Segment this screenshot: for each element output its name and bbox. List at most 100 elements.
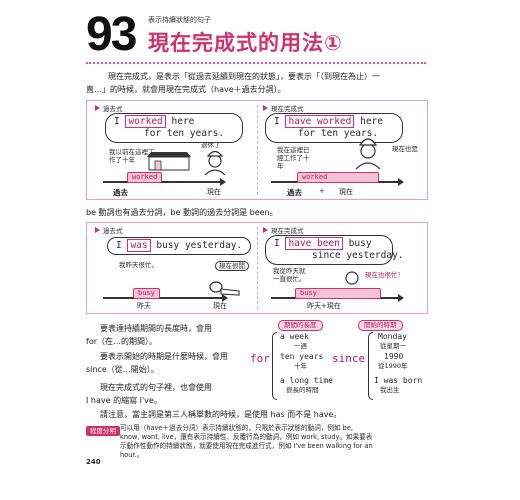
since-item-3: I was born bbox=[374, 376, 423, 385]
bubble-text: since yesterday. bbox=[312, 250, 404, 261]
page-number: 240 bbox=[86, 458, 101, 466]
table-header-start: 開始的時期 bbox=[358, 320, 403, 331]
advanced-line-3: 示動作性動作的持續狀態，就要使用現在完成進行式，例如 I've been wal… bbox=[120, 442, 373, 450]
bubble-text: I bbox=[274, 116, 286, 127]
panel2-left-bar: busy bbox=[133, 288, 160, 299]
since-keyword: since bbox=[332, 352, 366, 365]
triangle-icon bbox=[95, 105, 100, 111]
bubble-text: for ten years. bbox=[144, 128, 225, 139]
panel2-right-day: 昨天+現在 bbox=[307, 302, 341, 310]
bubble-text: here bbox=[165, 116, 195, 127]
panel1-left-tag: 過去式 bbox=[95, 103, 123, 113]
bubble-text: busy yesterday. bbox=[150, 240, 243, 251]
panel1-left-note: 我以前在這裡工 作了十年 bbox=[109, 148, 155, 164]
for-item-3-zh: 很長的時間 bbox=[286, 386, 319, 394]
panel-divider bbox=[257, 105, 258, 195]
panel1-right-side: 現在也是 bbox=[392, 145, 418, 153]
since-item-2: 1990 bbox=[384, 352, 404, 361]
be-verb-note: be 動詞也有過去分詞，be 動詞的過去分詞是 been。 bbox=[86, 208, 278, 217]
resting-person-icon bbox=[209, 281, 240, 296]
chef-illustration-icon bbox=[355, 138, 381, 169]
panel1-left-past: 過去 bbox=[113, 188, 128, 197]
body-p1-a: 要表達持續期間的長度時，會用 bbox=[100, 324, 212, 333]
brace-right bbox=[368, 332, 373, 400]
table-header-duration: 期間的長度 bbox=[278, 320, 323, 331]
since-item-1-zh: 從星期一 bbox=[380, 342, 406, 350]
panel1-left-now: 現在 bbox=[207, 188, 221, 196]
panel1-right-tag: 現在完成式 bbox=[263, 103, 304, 113]
since-item-3-zh: 我出生 bbox=[380, 386, 400, 394]
tag-label: 現在完成式 bbox=[271, 227, 304, 235]
panel2-left-bubble: I was busy yesterday. bbox=[107, 237, 252, 255]
for-item-2-zh: 十年 bbox=[294, 362, 307, 370]
panel2-left-note: 我昨天很忙。 bbox=[119, 261, 158, 269]
highlighted-verb: worked bbox=[125, 115, 166, 128]
panel1-left-bubble: I worked here for ten years. bbox=[105, 113, 243, 143]
panel2-left-timeline bbox=[103, 294, 228, 302]
panel2-left-day: 昨天 bbox=[137, 302, 151, 310]
panel2-right-tag: 現在完成式 bbox=[263, 225, 304, 235]
lesson-number: 93 bbox=[86, 8, 137, 61]
panel1-left-timeline bbox=[103, 178, 226, 186]
title-divider bbox=[86, 62, 426, 64]
panel2-right-bubble: I have been busy since yesterday. bbox=[265, 235, 404, 265]
bubble-text: for ten years. bbox=[298, 128, 379, 139]
panel2-right-side: 現在也很忙！ bbox=[365, 271, 404, 279]
bubble-text: I bbox=[116, 240, 128, 251]
panel1-right-bar: worked bbox=[297, 172, 379, 183]
body-p3-b: I have 的縮寫 I've。 bbox=[86, 396, 162, 405]
for-item-1-zh: 一週 bbox=[294, 342, 307, 350]
panel1-right-bubble: I have worked here for ten years. bbox=[265, 113, 403, 143]
panel1-right-past: 過去 bbox=[287, 188, 302, 197]
tag-label: 過去式 bbox=[103, 227, 123, 235]
for-item-1: a week bbox=[280, 332, 309, 341]
triangle-icon bbox=[263, 227, 268, 233]
brace-left bbox=[272, 332, 277, 400]
for-item-3: a long time bbox=[280, 376, 333, 385]
restaurant-icon bbox=[147, 152, 191, 171]
advanced-badge: 程度分明 bbox=[86, 426, 120, 436]
highlighted-verb: have worked bbox=[285, 115, 355, 128]
since-item-2-zh: 從1990年 bbox=[378, 362, 408, 370]
tag-label: 過去式 bbox=[103, 105, 123, 113]
panel2-right-note: 我從昨天就 一直很忙。 bbox=[273, 267, 306, 283]
bubble-text: here bbox=[354, 116, 383, 127]
panel1-right-plus: + bbox=[319, 187, 325, 195]
advanced-line-4: hour.。 bbox=[120, 451, 144, 459]
panel2-left-tag: 過去式 bbox=[95, 225, 123, 235]
panel2-right-bar: busy bbox=[295, 288, 381, 299]
lesson-subtitle: 表示持續狀態的句子 bbox=[148, 16, 211, 24]
body-p2-a: 要表示開始的時期是什麼時候，會用 bbox=[100, 352, 228, 361]
triangle-icon bbox=[263, 105, 268, 111]
for-since-table: 期間的長度 開始的時期 for a week 一週 ten years 十年 a… bbox=[250, 320, 426, 402]
panel1-retire-note: 退休了 bbox=[201, 141, 221, 149]
since-item-1: Monday bbox=[378, 332, 407, 341]
body-p2-b: since（從…開始）。 bbox=[86, 365, 159, 374]
lesson-title: 現在完成式的用法① bbox=[148, 31, 343, 55]
diagram-panel-1: 過去式 I worked here for ten years. 我以前在這裡工… bbox=[86, 100, 428, 200]
panel2-left-now: 現在 bbox=[213, 302, 227, 310]
for-keyword: for bbox=[250, 352, 270, 365]
panel1-right-note: 我在這裡已 經工作了十 年 bbox=[277, 146, 310, 170]
triangle-icon bbox=[95, 227, 100, 233]
bubble-text: busy bbox=[342, 238, 372, 249]
bubble-text: I bbox=[274, 238, 286, 249]
highlighted-verb: have been bbox=[285, 237, 343, 250]
body-p4: 請注意，當主詞是第三人稱單數的時候，是使用 has 而不是 have。 bbox=[100, 410, 342, 419]
panel-divider bbox=[257, 227, 258, 309]
intro-line-1: 現在完成式，是表示「從過去延續到現在的狀態」，要表示「（到現在為止）一 bbox=[108, 72, 380, 81]
intro-line-2: 直…」的時候，就會用現在完成式（have＋過去分詞）。 bbox=[86, 85, 286, 94]
bubble-text: I bbox=[114, 116, 126, 127]
panel1-right-now: 現在 bbox=[339, 188, 353, 196]
body-p1-b: for（在…的期間）。 bbox=[86, 337, 157, 346]
advanced-line-2: know, want, live，還有表示持續性、反覆行為的動詞，例如 work… bbox=[120, 433, 373, 441]
panel1-left-bar: worked bbox=[127, 172, 163, 183]
diagram-panel-2: 過去式 I was busy yesterday. 我昨天很忙。 現在很閒 bu… bbox=[86, 222, 428, 314]
advanced-note: 可以用（have＋過去分詞）表示持續狀態的，只限於表示狀態的動詞，例如 be, … bbox=[120, 424, 426, 460]
tag-label: 現在完成式 bbox=[271, 105, 304, 113]
chef-illustration-icon bbox=[204, 150, 226, 175]
body-p3-a: 現在完成式的句子裡，也會使用 bbox=[100, 383, 212, 392]
for-item-2: ten years bbox=[280, 352, 324, 361]
advanced-line-1: 可以用（have＋過去分詞）表示持續狀態的，只限於表示狀態的動詞，例如 be, bbox=[120, 424, 354, 432]
highlighted-verb: was bbox=[127, 239, 151, 252]
